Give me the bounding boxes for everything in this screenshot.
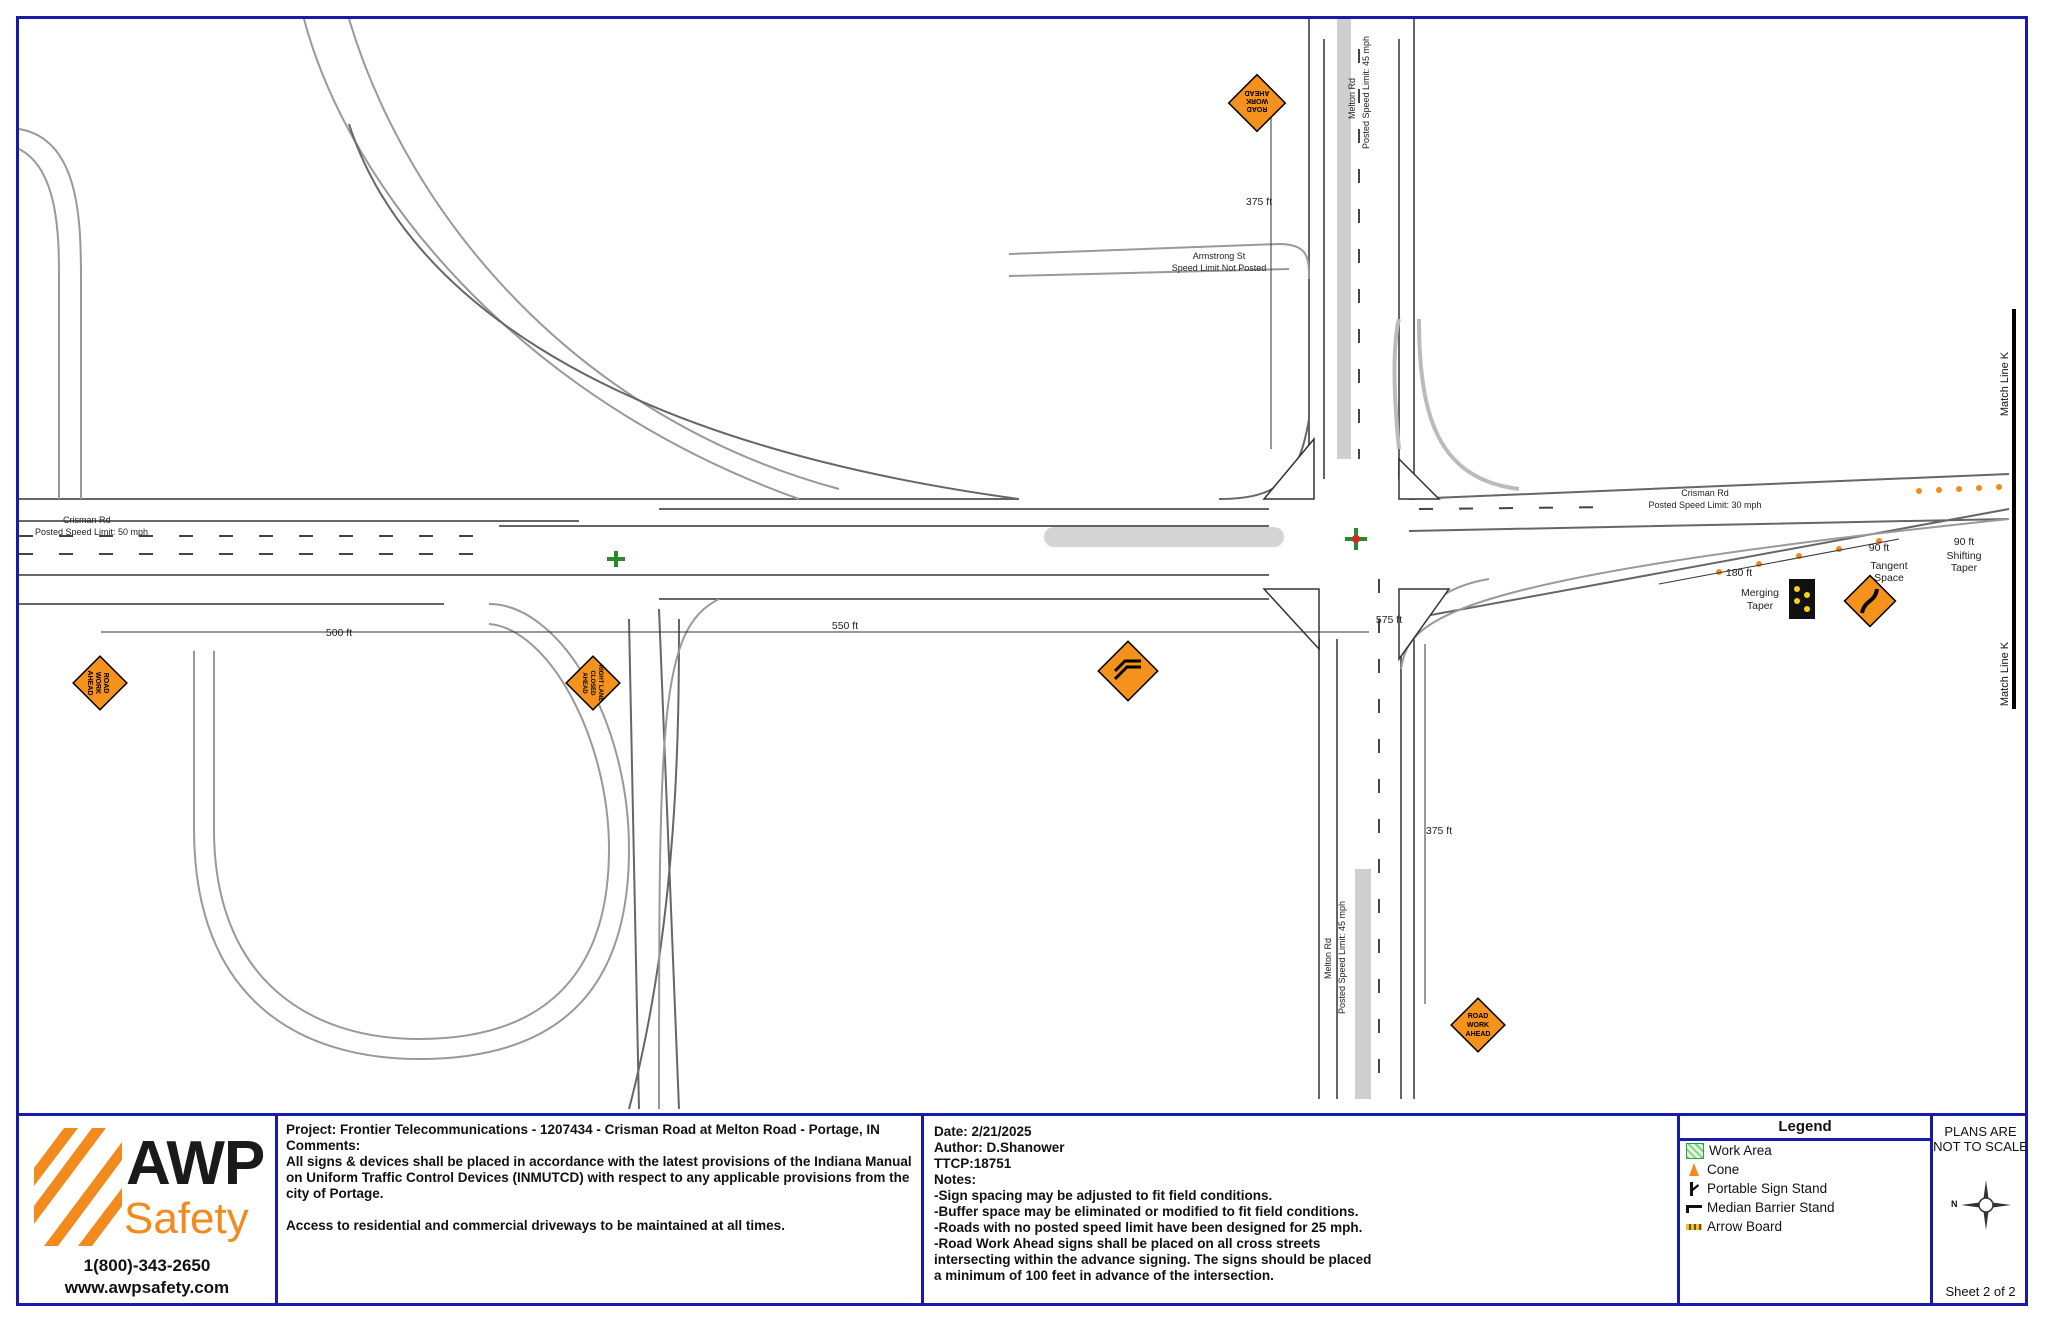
sign-text: WORK bbox=[94, 672, 101, 694]
notes-label: Notes: bbox=[934, 1172, 977, 1187]
cone-icon bbox=[1689, 1162, 1699, 1176]
legend-label: Arrow Board bbox=[1707, 1219, 1783, 1234]
arrow-board bbox=[1789, 579, 1815, 619]
title-block: AWP Safety 1(800)-343-2650 www.awpsafety… bbox=[16, 1113, 2028, 1306]
match-line-label: Match Line K bbox=[1999, 641, 2011, 706]
sign-text: AHEAD bbox=[1466, 1031, 1491, 1038]
legend-title: Legend bbox=[1680, 1116, 1930, 1141]
ttcp: TTCP:18751 bbox=[934, 1156, 1012, 1171]
dimension-label: 90 ft bbox=[1869, 542, 1890, 554]
sign-text: AHEAD bbox=[86, 671, 93, 696]
brand-sub: Safety bbox=[124, 1194, 249, 1243]
sign-stand-icon bbox=[1690, 1181, 1699, 1196]
legend-item: Arrow Board bbox=[1680, 1217, 1930, 1236]
compass-icon bbox=[1961, 1180, 2011, 1230]
legend-item: Work Area bbox=[1680, 1141, 1930, 1160]
work-area-median bbox=[1044, 527, 1284, 547]
drawing-frame bbox=[16, 16, 2028, 1306]
road-name: Crisman Rd bbox=[63, 515, 111, 525]
dimension-label: 550 ft bbox=[832, 620, 858, 632]
scale-cell: PLANS ARE NOT TO SCALE N Sheet 2 of 2 bbox=[1933, 1116, 2028, 1306]
road-work-ahead-sign-west: ROAD WORK AHEAD bbox=[72, 655, 128, 711]
scale-note: PLANS ARE NOT TO SCALE bbox=[1933, 1124, 2028, 1154]
dimension-label: 180 ft bbox=[1726, 567, 1752, 579]
right-lane-closed-sign: RIGHT LANE CLOSED AHEAD bbox=[565, 655, 621, 711]
curve-ahead-sign bbox=[1843, 574, 1897, 628]
north-label: N bbox=[1951, 1199, 1958, 1209]
traffic-control-map: ROAD WORK AHEAD ROAD WORK AHEAD RIGHT LA… bbox=[19, 19, 2016, 1109]
match-line-label: Match Line K bbox=[1999, 351, 2011, 416]
merging-taper-label: Taper bbox=[1747, 600, 1774, 612]
road-name: Melton Rd bbox=[1323, 938, 1333, 979]
scale-note-line: NOT TO SCALE bbox=[1933, 1139, 2028, 1154]
legend-item: Portable Sign Stand bbox=[1680, 1179, 1930, 1198]
sign-text: AHEAD bbox=[1245, 89, 1270, 96]
speed-limit: Posted Speed Limit: 45 mph bbox=[1337, 901, 1347, 1014]
tangent-space-label: Space bbox=[1874, 572, 1904, 584]
sign-text: WORK bbox=[1467, 1022, 1489, 1029]
work-area-icon bbox=[1686, 1142, 1704, 1159]
sign-text: CLOSED bbox=[589, 670, 595, 696]
speed-limit: Posted Speed Limit: 50 mph bbox=[35, 527, 148, 537]
sign-text: WORK bbox=[1246, 97, 1268, 104]
road-name: Armstrong St bbox=[1193, 251, 1246, 261]
work-area-north bbox=[1337, 19, 1351, 459]
legend-label: Median Barrier Stand bbox=[1707, 1200, 1835, 1215]
note: -Roads with no posted speed limit have b… bbox=[934, 1220, 1363, 1235]
road-name: Crisman Rd bbox=[1681, 488, 1729, 498]
phone-number: 1(800)-343-2650 bbox=[83, 1256, 211, 1275]
speed-limit: Posted Speed Limit: 30 mph bbox=[1648, 500, 1761, 510]
sign-text: ROAD bbox=[1247, 105, 1268, 112]
comments-label: Comments: bbox=[286, 1138, 361, 1153]
dimension-label: 375 ft bbox=[1246, 196, 1272, 208]
signal-icon bbox=[1345, 528, 1367, 550]
notes-cell: Date: 2/21/2025 Author: D.Shanower TTCP:… bbox=[924, 1116, 1680, 1306]
note: a minimum of 100 feet in advance of the … bbox=[934, 1268, 1274, 1283]
merging-taper-label: Merging bbox=[1741, 587, 1779, 599]
date: Date: 2/21/2025 bbox=[934, 1124, 1032, 1139]
legend-label: Cone bbox=[1707, 1162, 1740, 1177]
website: www.awpsafety.com bbox=[64, 1278, 230, 1297]
brand-name: AWP bbox=[126, 1129, 265, 1198]
note: -Buffer space may be eliminated or modif… bbox=[934, 1204, 1359, 1219]
note: -Road Work Ahead signs shall be placed o… bbox=[934, 1236, 1321, 1251]
lane-shift-sign bbox=[1097, 640, 1159, 702]
sign-text: AHEAD bbox=[581, 672, 587, 694]
arrow-board-icon bbox=[1686, 1223, 1702, 1230]
dimension-label: 90 ft bbox=[1954, 536, 1975, 548]
sign-text: ROAD bbox=[1468, 1013, 1489, 1020]
legend-cell: Legend Work Area Cone Portable Sign Stan… bbox=[1680, 1116, 1933, 1306]
note: intersecting within the advance signing.… bbox=[934, 1252, 1372, 1267]
comment-text: Access to residential and commercial dri… bbox=[286, 1218, 785, 1233]
legend-item: Cone bbox=[1680, 1160, 1930, 1179]
shifting-taper-label: Shifting bbox=[1946, 550, 1981, 562]
dimension-label: 500 ft bbox=[326, 627, 352, 639]
sign-text: ROAD bbox=[102, 673, 109, 694]
legend-label: Work Area bbox=[1709, 1143, 1772, 1158]
tangent-space-label: Tangent bbox=[1870, 560, 1907, 572]
sheet-number: Sheet 2 of 2 bbox=[1945, 1284, 2016, 1299]
barrier-stand-icon bbox=[1686, 1204, 1702, 1213]
speed-limit: Speed Limit Not Posted bbox=[1172, 263, 1267, 273]
signal-icon bbox=[607, 551, 625, 567]
road-name: Melton Rd bbox=[1347, 78, 1357, 119]
dimension-label: 575 ft bbox=[1376, 614, 1402, 626]
note: -Sign spacing may be adjusted to fit fie… bbox=[934, 1188, 1273, 1203]
author: Author: D.Shanower bbox=[934, 1140, 1065, 1155]
road-work-ahead-sign-north: ROAD WORK AHEAD bbox=[1227, 73, 1287, 133]
comment-text: All signs & devices shall be placed in a… bbox=[286, 1154, 912, 1201]
speed-limit: Posted Speed Limit: 45 mph bbox=[1361, 36, 1371, 149]
shifting-taper-label: Taper bbox=[1951, 562, 1978, 574]
scale-note-line: PLANS ARE bbox=[1944, 1124, 2017, 1139]
awp-stripes-logo bbox=[34, 1128, 122, 1246]
sign-text: RIGHT LANE bbox=[597, 665, 603, 702]
legend-item: Median Barrier Stand bbox=[1680, 1198, 1930, 1217]
project-cell: Project: Frontier Telecommunications - 1… bbox=[278, 1116, 924, 1306]
company-logo-cell: AWP Safety 1(800)-343-2650 www.awpsafety… bbox=[16, 1116, 278, 1306]
project-title: Project: Frontier Telecommunications - 1… bbox=[286, 1122, 880, 1137]
dimension-label: 375 ft bbox=[1426, 825, 1452, 837]
road-work-ahead-sign-south: ROAD WORK AHEAD bbox=[1450, 997, 1506, 1053]
work-area-south bbox=[1355, 869, 1371, 1099]
legend-label: Portable Sign Stand bbox=[1707, 1181, 1828, 1196]
